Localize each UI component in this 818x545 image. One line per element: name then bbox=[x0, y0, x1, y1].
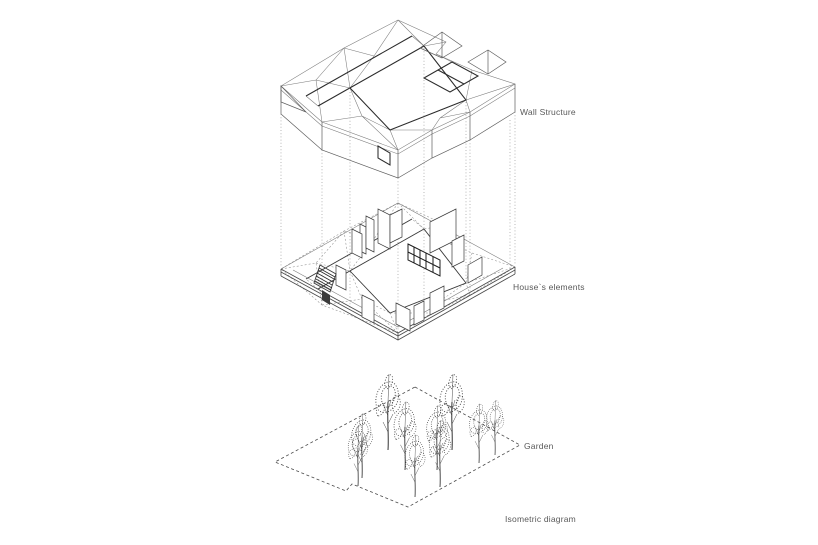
tree bbox=[347, 424, 369, 487]
label-wall-structure: Wall Structure bbox=[520, 107, 576, 117]
roof-facets-wireframe bbox=[280, 19, 516, 151]
garden-boundary bbox=[274, 386, 521, 508]
tree bbox=[404, 434, 426, 498]
diagram-caption: Isometric diagram bbox=[505, 514, 576, 524]
front-window bbox=[377, 145, 391, 166]
tree bbox=[351, 412, 373, 479]
stairs-hatched bbox=[313, 264, 337, 305]
projection-lines bbox=[280, 48, 516, 331]
house-elements-drawing bbox=[280, 202, 516, 341]
tree bbox=[375, 373, 401, 451]
garden-drawing bbox=[274, 373, 521, 508]
tree bbox=[426, 404, 448, 471]
tree bbox=[469, 403, 489, 464]
label-garden: Garden bbox=[524, 441, 554, 451]
label-house-elements: House`s elements bbox=[513, 282, 585, 292]
window-grid-wall bbox=[407, 243, 441, 277]
wall-structure-drawing bbox=[280, 19, 516, 179]
